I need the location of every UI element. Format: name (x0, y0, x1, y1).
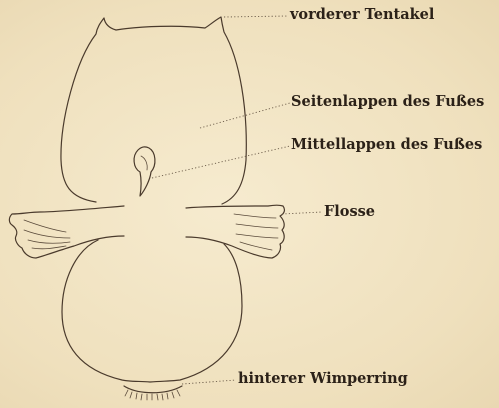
label-fin: Flosse (324, 204, 375, 220)
posterior-ciliary-ring (124, 386, 182, 393)
right-fin-striations (234, 214, 278, 250)
median-foot-lobe (134, 147, 155, 196)
label-anterior-tentacle: vorderer Tentakel (290, 7, 434, 23)
left-fin (9, 206, 124, 258)
upper-body-outline (61, 17, 246, 204)
leader-anterior-tentacle (224, 16, 288, 17)
leader-fin (282, 212, 322, 214)
lower-body-outline (62, 240, 242, 382)
left-fin-striations (24, 220, 70, 249)
right-fin (186, 205, 284, 258)
label-lateral-foot-lobe: Seitenlappen des Fußes (291, 94, 484, 110)
leader-median-foot-lobe (152, 146, 290, 178)
median-foot-lobe-crease (141, 156, 147, 170)
leader-ciliary-ring (182, 380, 236, 384)
label-median-foot-lobe: Mittellappen des Fußes (291, 137, 482, 153)
ciliary-fringe (125, 390, 180, 400)
label-posterior-ciliary-ring: hinterer Wimperring (238, 371, 408, 387)
